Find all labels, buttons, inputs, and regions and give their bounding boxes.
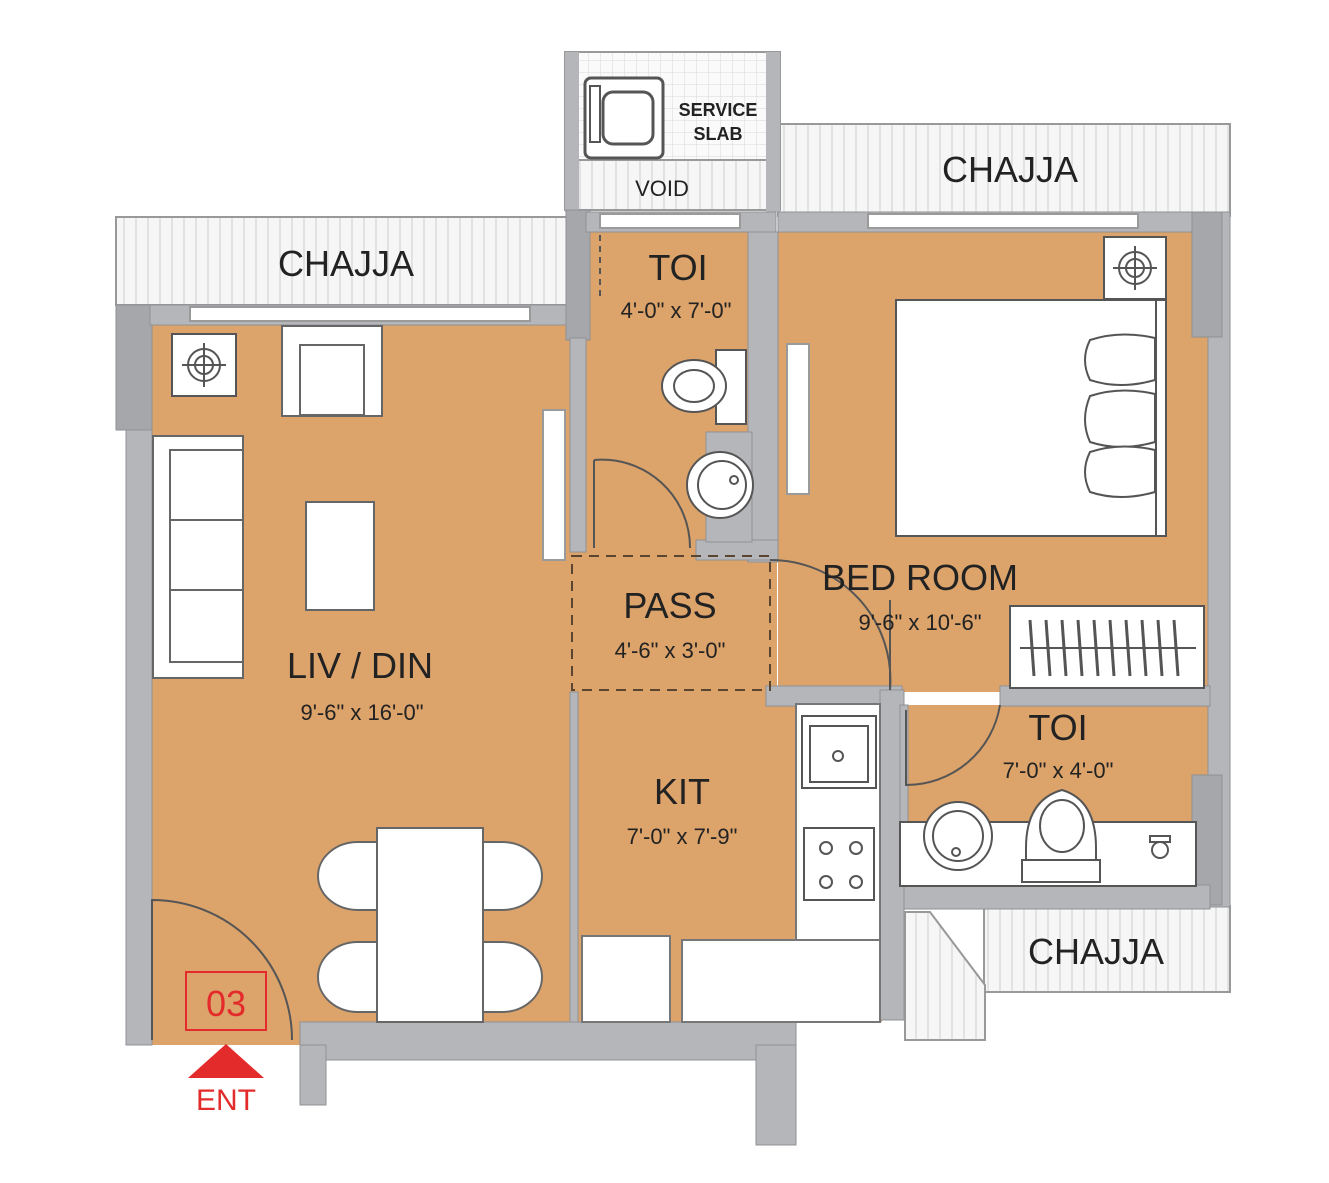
tap-icon [1149,835,1171,859]
chajja-bottom-right-area [904,905,1231,1041]
room-dim-pass: 4'-6" x 3'-0" [615,638,726,663]
chajja-left-label: CHAJJA [278,243,414,284]
void-label: VOID [635,176,689,201]
wardrobe-icon [1009,605,1205,689]
entry-arrow-icon [188,1044,264,1078]
chajja-left-area [115,216,569,306]
floor-pass [572,552,777,692]
chajja-top-right-label: CHAJJA [942,149,1078,190]
room-dim-toi-bottom: 7'-0" x 4'-0" [1003,758,1114,783]
washing-machine-icon [583,76,665,160]
pass-boundary [571,555,771,691]
chajja-top-right-area [777,123,1231,217]
washbasin-icon-bottom [923,801,993,871]
unit-number-box: 03 [185,971,267,1031]
room-dim-liv-din: 9'-6" x 16'-0" [300,700,423,725]
bed-icon [895,299,1167,537]
toilet-icon [661,349,747,425]
room-name-toi-bottom: TOI [1028,707,1087,748]
doors [151,235,1001,1041]
hob-icon [803,827,875,901]
sink-icon [801,715,877,789]
dining-table-icon [317,827,543,1023]
shower-drain-icon [171,236,1167,397]
chajja-bottom-right-label: CHAJJA [1028,931,1164,972]
room-dim-kit: 7'-0" x 7'-9" [627,824,738,849]
room-name-liv-din: LIV / DIN [287,645,433,686]
room-name-kit: KIT [654,771,710,812]
windows [189,213,1139,561]
room-name-toi-top: TOI [648,247,707,288]
room-dim-bed-room: 9'-6" x 10'-6" [858,610,981,635]
entrance-label: ENT [196,1084,256,1117]
room-name-bed-room: BED ROOM [822,557,1018,598]
service-slab-label-line2: SLAB [694,124,743,144]
room-name-pass: PASS [623,585,716,626]
service-slab-label-line1: SERVICE [679,100,758,120]
sofa-icon [152,435,244,679]
washbasin-icon [686,451,754,519]
armchair-icon [281,325,383,417]
unit-number: 03 [206,983,246,1024]
coffee-table-icon [305,501,375,611]
room-dim-toi-top: 4'-0" x 7'-0" [621,298,732,323]
